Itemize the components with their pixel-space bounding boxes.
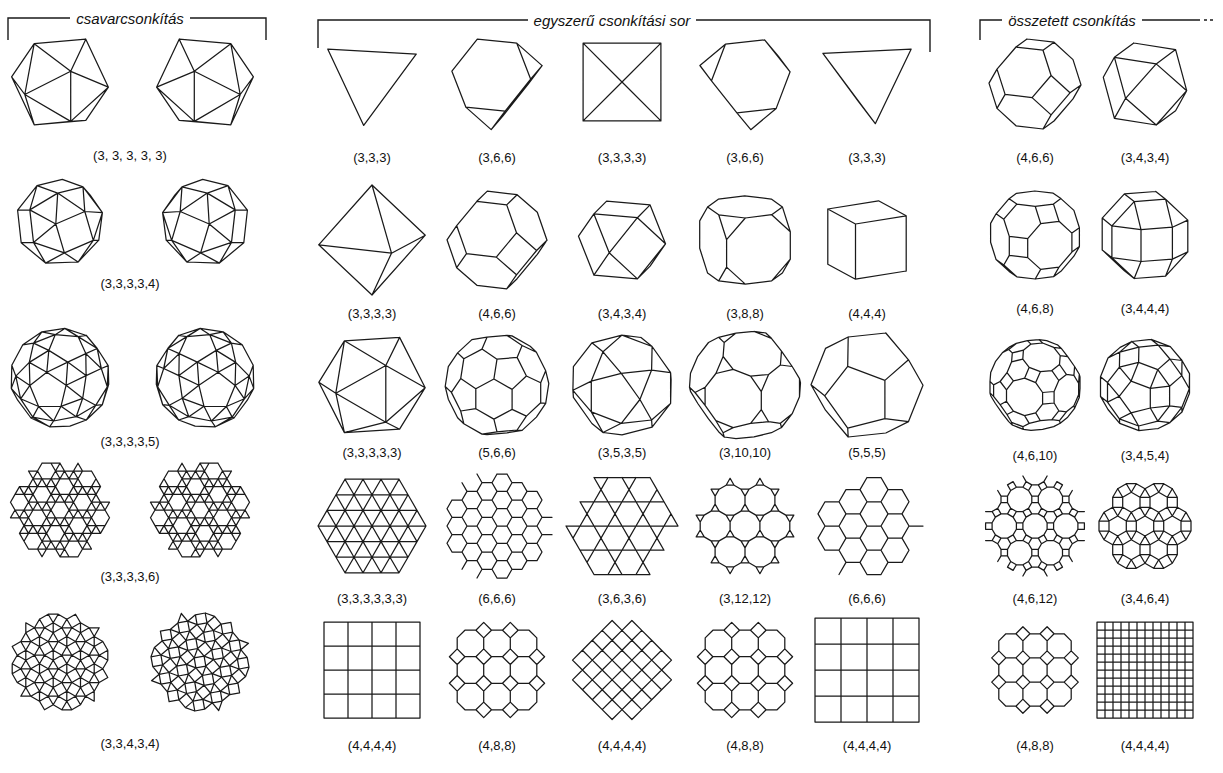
polyhedron-drawing xyxy=(156,328,253,426)
polyhedron-drawing xyxy=(989,39,1081,129)
polyhedron-drawing xyxy=(445,335,549,434)
vertex-configuration-label: (5,5,5) xyxy=(848,445,886,460)
vertex-configuration-label: (3,3,3,3,3,3) xyxy=(337,591,407,606)
vertex-configuration-label: (3,3,3,3) xyxy=(348,306,396,321)
vertex-configuration-label: (3,6,3,6) xyxy=(598,591,646,606)
polyhedron-drawing xyxy=(700,196,791,284)
tiling-drawing xyxy=(1097,622,1193,718)
vertex-configuration-label: (4,8,8) xyxy=(478,738,516,753)
vertex-configuration-label: (4,6,8) xyxy=(1016,301,1054,316)
tiling-drawing xyxy=(12,614,108,710)
polyhedron-drawing xyxy=(1103,43,1186,125)
vertex-configuration-label: (4,4,4) xyxy=(848,306,886,321)
vertex-configuration-label: (4,4,4,4) xyxy=(598,738,646,753)
polyhedron-drawing xyxy=(11,328,108,426)
tiling-drawing xyxy=(573,621,672,720)
vertex-configuration-label: (3,4,5,4) xyxy=(1121,448,1169,463)
polyhedron-drawing xyxy=(690,331,801,438)
vertex-configuration-label: (3,4,4,4) xyxy=(1121,301,1169,316)
polyhedron-drawing xyxy=(811,333,923,437)
tiling-drawing xyxy=(318,479,426,573)
vertex-configuration-label: (4,6,6) xyxy=(478,306,516,321)
tiling-drawing xyxy=(1099,484,1191,569)
vertex-configuration-label: (6,6,6) xyxy=(478,591,516,606)
polyhedron-drawing xyxy=(163,179,248,263)
polyhedron-drawing xyxy=(573,335,671,435)
vertex-configuration-label: (3,3,4,3,4) xyxy=(100,736,159,751)
vertex-configuration-label: (3,6,6) xyxy=(726,150,764,165)
polyhedron-drawing xyxy=(319,185,426,295)
vertex-configuration-label: (3,3,3) xyxy=(353,150,391,165)
vertex-configuration-label: (3,3,3,3,5) xyxy=(100,434,159,449)
vertex-configuration-label: (3,8,8) xyxy=(726,306,764,321)
vertex-configuration-label: (3,3,3,3,6) xyxy=(100,569,159,584)
tiling-drawing xyxy=(151,463,250,557)
polyhedron-drawing xyxy=(828,201,906,279)
tiling-drawing xyxy=(447,474,552,578)
vertex-configuration-label: (4,6,10) xyxy=(1013,448,1058,463)
vertex-configuration-label: (3,4,6,4) xyxy=(1121,591,1169,606)
polyhedron-drawing xyxy=(700,40,790,130)
vertex-configuration-label: (4,4,4,4) xyxy=(348,738,396,753)
tiling-drawing xyxy=(696,478,794,573)
tiling-drawing xyxy=(992,627,1079,714)
vertex-configuration-label: (5,6,6) xyxy=(478,445,516,460)
polyhedron-drawing xyxy=(1102,192,1188,279)
section-heading: egyszerű csonkítási sor xyxy=(528,12,697,29)
tiling-drawing xyxy=(697,622,792,717)
polyhedron-drawing xyxy=(12,39,109,125)
polyhedron-drawing xyxy=(823,49,911,124)
tiling-drawing xyxy=(449,622,544,717)
vertex-configuration-label: (6,6,6) xyxy=(848,591,886,606)
vertex-configuration-label: (3,5,3,5) xyxy=(598,445,646,460)
vertex-configuration-label: (3,6,6) xyxy=(478,150,516,165)
polyhedron-drawing xyxy=(447,191,547,289)
polyhedron-drawing xyxy=(452,39,542,129)
vertex-configuration-label: (3,12,12) xyxy=(719,591,771,606)
polyhedron-drawing xyxy=(990,340,1080,431)
polyhedron-drawing xyxy=(157,39,254,125)
tiling-drawing xyxy=(818,478,923,575)
tiling-drawing xyxy=(151,613,249,711)
vertex-configuration-label: (4,4,4,4) xyxy=(1121,738,1169,753)
vertex-configuration-label: (3, 3, 3, 3, 3) xyxy=(93,148,167,163)
polyhedron-drawing xyxy=(583,43,661,121)
vertex-configuration-label: (4,6,6) xyxy=(1016,150,1054,165)
vertex-configuration-label: (3,3,3,3,3) xyxy=(342,445,401,460)
vertex-configuration-label: (4,4,4,4) xyxy=(843,738,891,753)
vertex-configuration-label: (3,4,3,4) xyxy=(1121,150,1169,165)
vertex-configuration-label: (3,4,3,4) xyxy=(598,306,646,321)
section-heading: csavarcsonkítás xyxy=(70,10,190,27)
tiling-drawing xyxy=(324,622,420,718)
vertex-configuration-label: (3,3,3) xyxy=(848,150,886,165)
polyhedron-drawing xyxy=(328,49,416,125)
polyhedron-drawing xyxy=(18,179,103,263)
vertex-configuration-label: (3,3,3,3,4) xyxy=(100,276,159,291)
vertex-configuration-label: (4,6,12) xyxy=(1013,591,1058,606)
polyhedron-drawing xyxy=(319,337,425,432)
polyhedron-drawing xyxy=(1101,339,1190,430)
section-heading: összetett csonkítás xyxy=(1002,12,1142,29)
tiling-drawing xyxy=(566,478,678,575)
tiling-drawing xyxy=(815,618,919,722)
tiling-drawing xyxy=(986,476,1085,576)
vertex-configuration-label: (4,8,8) xyxy=(1016,738,1054,753)
vertex-configuration-label: (4,8,8) xyxy=(726,738,764,753)
vertex-configuration-label: (3,3,3,3) xyxy=(598,150,646,165)
polyhedron-drawing xyxy=(579,201,666,279)
tiling-drawing xyxy=(11,463,110,557)
vertex-configuration-label: (3,10,10) xyxy=(719,445,771,460)
bracket xyxy=(1204,19,1215,20)
polyhedron-drawing xyxy=(991,191,1080,279)
